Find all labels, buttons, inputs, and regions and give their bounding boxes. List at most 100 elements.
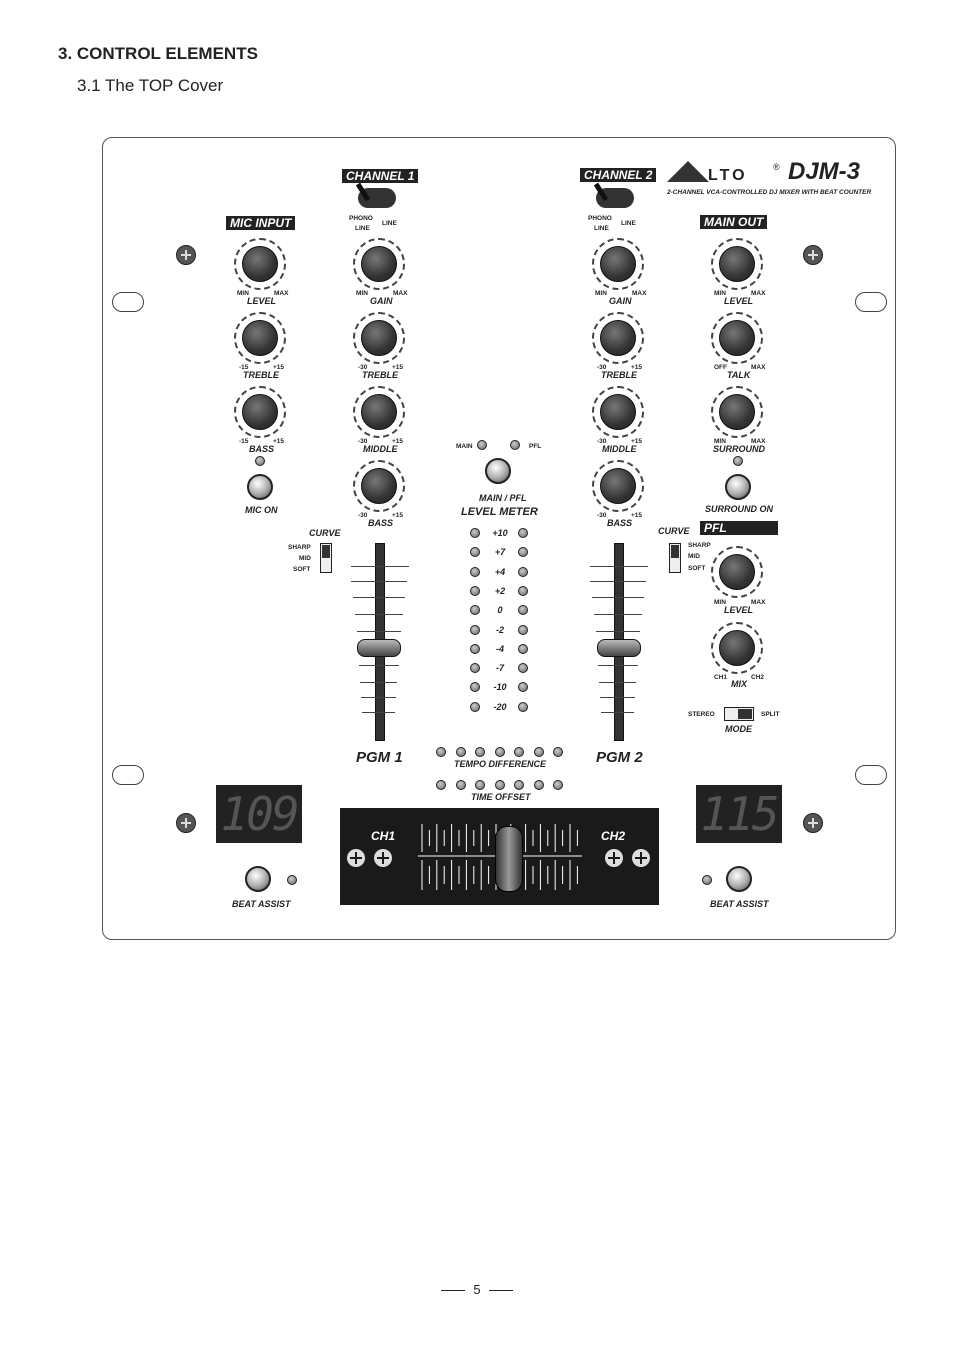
- rack-slot: [855, 765, 887, 785]
- level-meter-led-right: [518, 701, 528, 712]
- beat-assist-led-left: [287, 875, 297, 885]
- max-label: MAX: [751, 438, 766, 445]
- rack-slot: [855, 292, 887, 312]
- ch2-curve-switch[interactable]: [669, 543, 681, 573]
- mic-level-label: LEVEL: [247, 296, 277, 306]
- bpm-display-right: 115: [696, 785, 782, 843]
- min-label: MIN: [595, 290, 607, 297]
- ch2-gain-label: GAIN: [609, 296, 632, 306]
- sharp-label: SHARP: [288, 544, 311, 551]
- ch1-middle-knob[interactable]: [353, 386, 405, 438]
- level-meter-scale-label: -20: [493, 701, 507, 712]
- soft-label: SOFT: [688, 565, 706, 572]
- max-label: MAX: [751, 599, 766, 606]
- main-pfl-button[interactable]: [485, 458, 511, 484]
- tempo-difference-led: [533, 747, 544, 757]
- level-meter-led-right: [518, 624, 528, 635]
- mode-switch[interactable]: [724, 707, 754, 721]
- pfl-mix-knob[interactable]: [711, 622, 763, 674]
- mic-treble-knob[interactable]: [234, 312, 286, 364]
- model-name: DJM-3: [788, 158, 861, 185]
- crossfader-knob[interactable]: [495, 826, 523, 892]
- crossfader-panel: CH1 CH2: [340, 808, 659, 905]
- p15-label: +15: [273, 364, 285, 371]
- beat-assist-button-right[interactable]: [726, 866, 752, 892]
- level-meter-led-left: [470, 701, 480, 712]
- ch2-line-label-2: LINE: [621, 220, 636, 227]
- level-meter-scale-label: -2: [495, 624, 504, 635]
- ch1-gain-knob[interactable]: [353, 238, 405, 290]
- level-meter-scale-label: 0: [497, 605, 503, 616]
- mic-input-header: MIC INPUT: [226, 216, 296, 230]
- beat-assist-label-right: BEAT ASSIST: [710, 899, 769, 909]
- ch2-gain-knob[interactable]: [592, 238, 644, 290]
- main-led: [477, 440, 487, 450]
- rack-slot: [112, 292, 144, 312]
- level-meter-scale-label: -10: [493, 682, 507, 693]
- ch1-treble-knob[interactable]: [353, 312, 405, 364]
- time-offset-led: [533, 780, 544, 790]
- mic-on-button[interactable]: [247, 474, 273, 500]
- main-level-knob[interactable]: [711, 238, 763, 290]
- mic-bass-knob[interactable]: [234, 386, 286, 438]
- ch1-curve-switch[interactable]: [320, 543, 332, 573]
- section-heading: 3. CONTROL ELEMENTS: [58, 44, 258, 63]
- level-meter-scale-label: +10: [492, 528, 508, 538]
- pfl-level-knob[interactable]: [711, 546, 763, 598]
- main-out-header: MAIN OUT: [700, 215, 768, 229]
- level-meter-scale-label: -4: [495, 643, 504, 654]
- ch2-bass-knob[interactable]: [592, 460, 644, 512]
- ch2-middle-knob[interactable]: [592, 386, 644, 438]
- talk-knob[interactable]: [711, 312, 763, 364]
- tempo-difference-led: [436, 747, 446, 757]
- m15-label: -15: [239, 364, 249, 371]
- level-meter-led-right: [518, 663, 528, 674]
- ch1-mix-label: CH1: [714, 674, 728, 681]
- max-label: MAX: [751, 364, 766, 371]
- m15-label: -15: [239, 438, 249, 445]
- ch1-bass-label: BASS: [368, 518, 394, 528]
- level-meter-led-left: [470, 566, 480, 577]
- p15-label: +15: [273, 438, 285, 445]
- level-meter-scale-label: +4: [494, 566, 506, 577]
- max-label: MAX: [274, 290, 289, 297]
- min-label: MIN: [714, 599, 726, 606]
- mic-level-knob[interactable]: [234, 238, 286, 290]
- level-meter-led-left: [470, 585, 480, 596]
- screw-icon: [347, 849, 392, 867]
- m30-label: -30: [358, 512, 368, 519]
- pgm2-fader-knob[interactable]: [597, 639, 641, 657]
- tempo-difference-led: [494, 747, 505, 757]
- mid-label: MID: [299, 555, 311, 562]
- m30-label: -30: [358, 364, 368, 371]
- ch1-bass-knob[interactable]: [353, 460, 405, 512]
- level-meter-led-right: [518, 547, 528, 558]
- talk-label: TALK: [727, 370, 751, 380]
- ch2-treble-label: TREBLE: [601, 370, 637, 380]
- p15-label: +15: [631, 438, 643, 445]
- p15-label: +15: [392, 364, 404, 371]
- pgm1-fader-knob[interactable]: [357, 639, 401, 657]
- ch1-line-label-2: LINE: [382, 220, 397, 227]
- beat-assist-button-left[interactable]: [245, 866, 271, 892]
- m30-label: -30: [597, 512, 607, 519]
- ch2-line-label: LINE: [594, 225, 609, 232]
- main-led-label: MAIN: [456, 443, 473, 450]
- screw-icon: [605, 849, 650, 867]
- time-offset-label: TIME OFFSET: [471, 792, 531, 802]
- level-meter-led-left: [470, 605, 480, 616]
- main-level-label: LEVEL: [724, 296, 754, 306]
- pfl-led-label: PFL: [529, 443, 542, 450]
- surround-on-button[interactable]: [725, 474, 751, 500]
- mix-label: MIX: [731, 679, 748, 689]
- mic-led: [255, 456, 265, 466]
- ch2-curve-label: CURVE: [658, 526, 690, 536]
- channel1-input-selector-toggle[interactable]: [352, 182, 398, 212]
- m30-label: -30: [597, 438, 607, 445]
- tempo-difference-led: [514, 747, 524, 757]
- surround-led: [733, 456, 743, 466]
- surround-on-label: SURROUND ON: [705, 504, 774, 514]
- ch2-treble-knob[interactable]: [592, 312, 644, 364]
- surround-knob[interactable]: [711, 386, 763, 438]
- channel2-input-selector-toggle[interactable]: [590, 182, 636, 212]
